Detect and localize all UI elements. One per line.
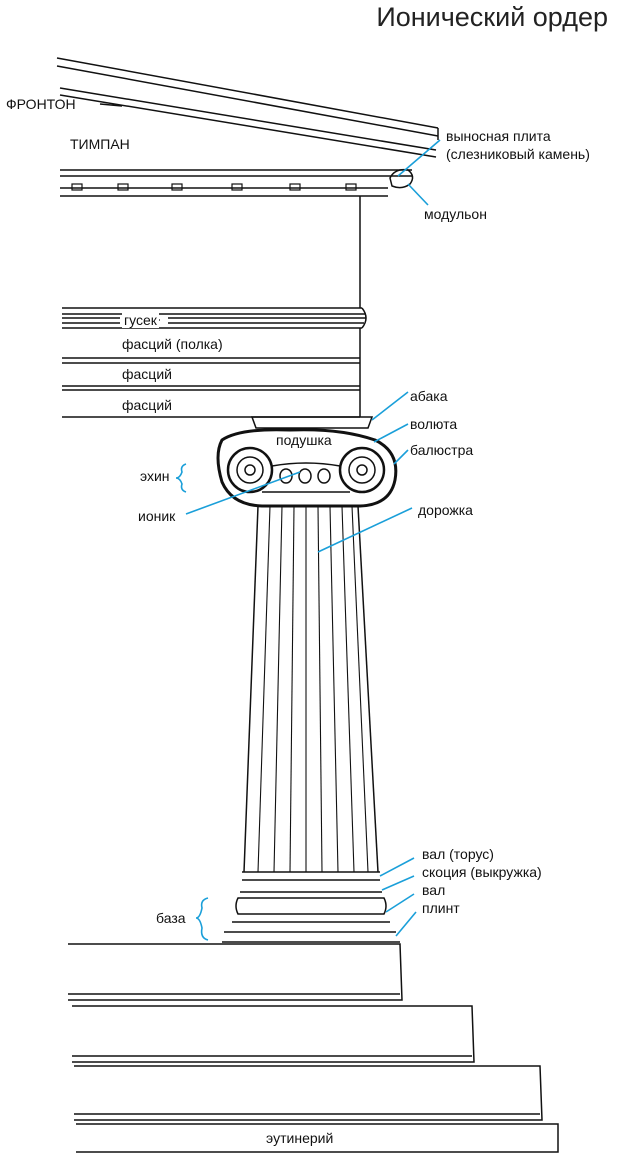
label-scotia: скоция (выкружка) [422, 864, 542, 880]
label-corona: выносная плита [446, 128, 551, 144]
label-tympanum: ТИМПАН [70, 136, 130, 152]
column-shaft [243, 505, 379, 873]
label-cushion: подушка [276, 432, 332, 448]
abacus [250, 416, 374, 429]
label-fascia-2: фасций [122, 366, 172, 382]
label-fascia-3: фасций [122, 397, 172, 413]
label-echinus: эхин [140, 468, 170, 484]
label-plinth: плинт [422, 900, 460, 916]
cornice [62, 307, 367, 329]
label-cymatium: гусек [122, 312, 159, 328]
modillion-row [71, 183, 357, 191]
pediment [56, 57, 439, 197]
label-torus-upper: вал (торус) [422, 846, 494, 862]
modillion [389, 168, 414, 189]
label-baluster: балюстра [410, 442, 474, 458]
label-modillion: модульон [424, 206, 487, 222]
capital [216, 428, 398, 508]
label-flute: дорожка [418, 502, 473, 518]
label-torus-lower: вал [422, 882, 446, 898]
label-stylobate: эутинерий [266, 1130, 334, 1146]
fronton-pointer [99, 103, 123, 107]
label-fronton: ФРОНТОН [6, 96, 76, 112]
diagram-title: Ионический ордер [376, 2, 608, 32]
label-fascia-shelf: фасций (полка) [122, 336, 223, 352]
label-ovolo: ионик [138, 508, 176, 524]
stylobate-steps [68, 943, 559, 1153]
label-volute: волюта [410, 416, 458, 432]
column-base [222, 871, 400, 943]
label-corona-alt: (слезниковый камень) [446, 146, 590, 162]
leader-lines [175, 139, 441, 941]
label-base: база [156, 910, 186, 926]
label-abacus: абака [410, 388, 448, 404]
